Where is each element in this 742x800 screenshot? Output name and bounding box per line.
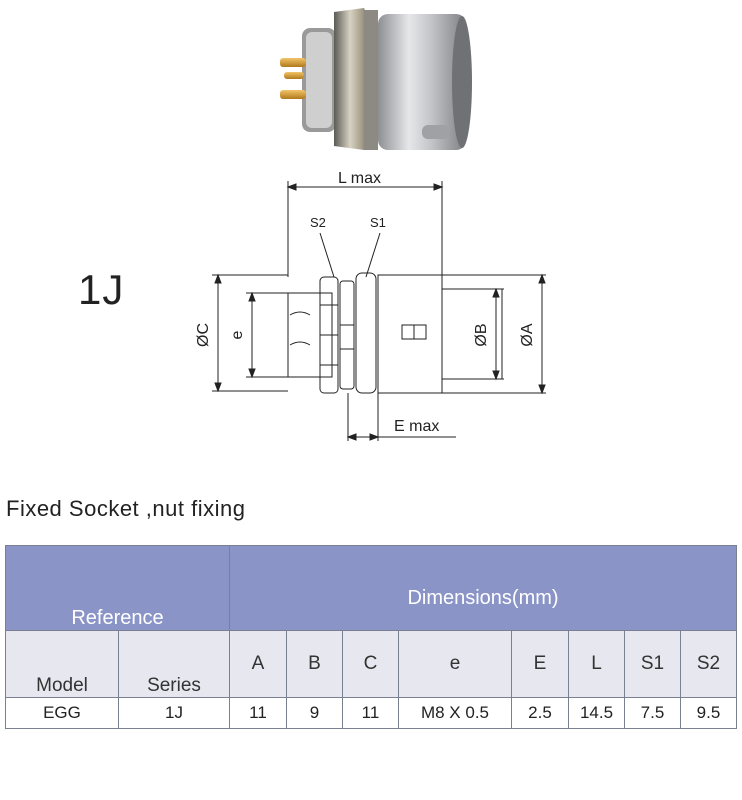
cell-model: EGG [5, 697, 119, 729]
label-dia-b: ØB [473, 323, 490, 346]
col-a: A [229, 630, 287, 698]
connector-photo [280, 8, 472, 150]
cell-s2: 9.5 [680, 697, 737, 729]
label-s1: S1 [370, 215, 386, 230]
cell-e-max: 2.5 [511, 697, 569, 729]
table-row: EGG 1J 11 9 11 M8 X 0.5 2.5 14.5 7.5 9.5 [5, 697, 737, 729]
col-e-thread: e [398, 630, 512, 698]
column-header-row: Model Series A B C e E L S1 S2 [5, 630, 737, 698]
cell-series: 1J [118, 697, 230, 729]
label-e-max: E max [394, 418, 439, 435]
dimension-drawing: L max S2 S1 E max ØC e ØB ØA [195, 170, 546, 441]
col-s1: S1 [624, 630, 681, 698]
series-code: 1J [78, 266, 125, 313]
label-dia-c: ØC [195, 323, 212, 347]
label-s2: S2 [310, 215, 326, 230]
reference-header: Reference [5, 545, 230, 631]
cell-a: 11 [229, 697, 287, 729]
col-c: C [342, 630, 399, 698]
label-e: e [229, 330, 246, 339]
label-dia-a: ØA [519, 323, 536, 346]
label-l-max: L max [338, 170, 381, 187]
cell-c: 11 [342, 697, 399, 729]
cell-b: 9 [286, 697, 343, 729]
spec-table: Reference Dimensions(mm) Model Series A … [5, 545, 737, 729]
cell-l: 14.5 [568, 697, 625, 729]
col-e-max: E [511, 630, 569, 698]
col-l: L [568, 630, 625, 698]
cell-s1: 7.5 [624, 697, 681, 729]
col-s2: S2 [680, 630, 737, 698]
product-caption: Fixed Socket ,nut fixing [6, 496, 246, 521]
col-model: Model [5, 630, 119, 698]
dimensions-header: Dimensions(mm) [229, 545, 737, 631]
col-b: B [286, 630, 343, 698]
cell-e-thread: M8 X 0.5 [398, 697, 512, 729]
col-series: Series [118, 630, 230, 698]
table-header-band: Reference Dimensions(mm) [5, 545, 737, 631]
